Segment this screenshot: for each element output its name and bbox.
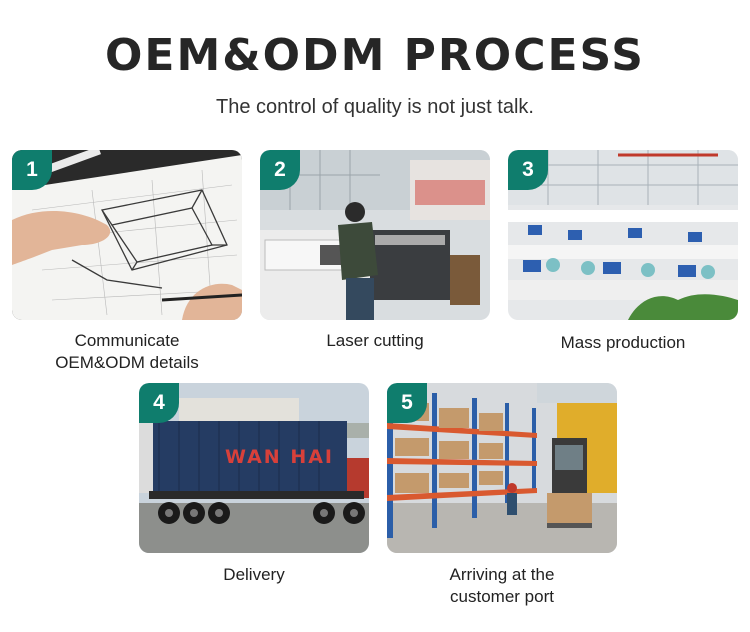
step-5-caption: Arriving at the customer port [387, 564, 617, 608]
laser-cutting-photo [260, 150, 490, 320]
step-4-caption-line1: Delivery [223, 565, 285, 584]
step-3-card: 3 [508, 150, 738, 320]
step-1-caption-line1: Communicate [74, 331, 180, 350]
step-3-badge: 3 [508, 150, 548, 190]
step-5-caption-line1: Arriving at the [449, 565, 555, 584]
truck-brand-text: WAN HAI [225, 446, 334, 468]
step-4-caption: Delivery [139, 564, 369, 586]
step-5-caption-line2: customer port [450, 587, 554, 606]
step-1-badge: 1 [12, 150, 52, 190]
step-2-badge: 2 [260, 150, 300, 190]
drafting-photo [12, 150, 242, 320]
step-2-caption: Laser cutting [260, 330, 490, 352]
step-2-card: 2 [260, 150, 490, 320]
step-1-card: 1 [12, 150, 242, 320]
step-1-caption: Communicate OEM&ODM details [12, 330, 242, 374]
step-3-caption-line1: Mass production [560, 333, 686, 352]
step-5-card: 5 [387, 383, 617, 553]
step-5-badge: 5 [387, 383, 427, 423]
step-2-caption-line1: Laser cutting [326, 331, 424, 350]
page-title: OEM&ODM PROCESS [105, 30, 645, 81]
warehouse-photo [387, 383, 617, 553]
step-4-badge: 4 [139, 383, 179, 423]
step-3-caption: Mass production [508, 332, 738, 354]
delivery-truck-photo: WAN HAI [139, 383, 369, 553]
step-1-caption-line2: OEM&ODM details [55, 353, 199, 372]
step-4-card: WAN HAI 4 [139, 383, 369, 553]
page-subtitle: The control of quality is not just talk. [216, 96, 534, 118]
